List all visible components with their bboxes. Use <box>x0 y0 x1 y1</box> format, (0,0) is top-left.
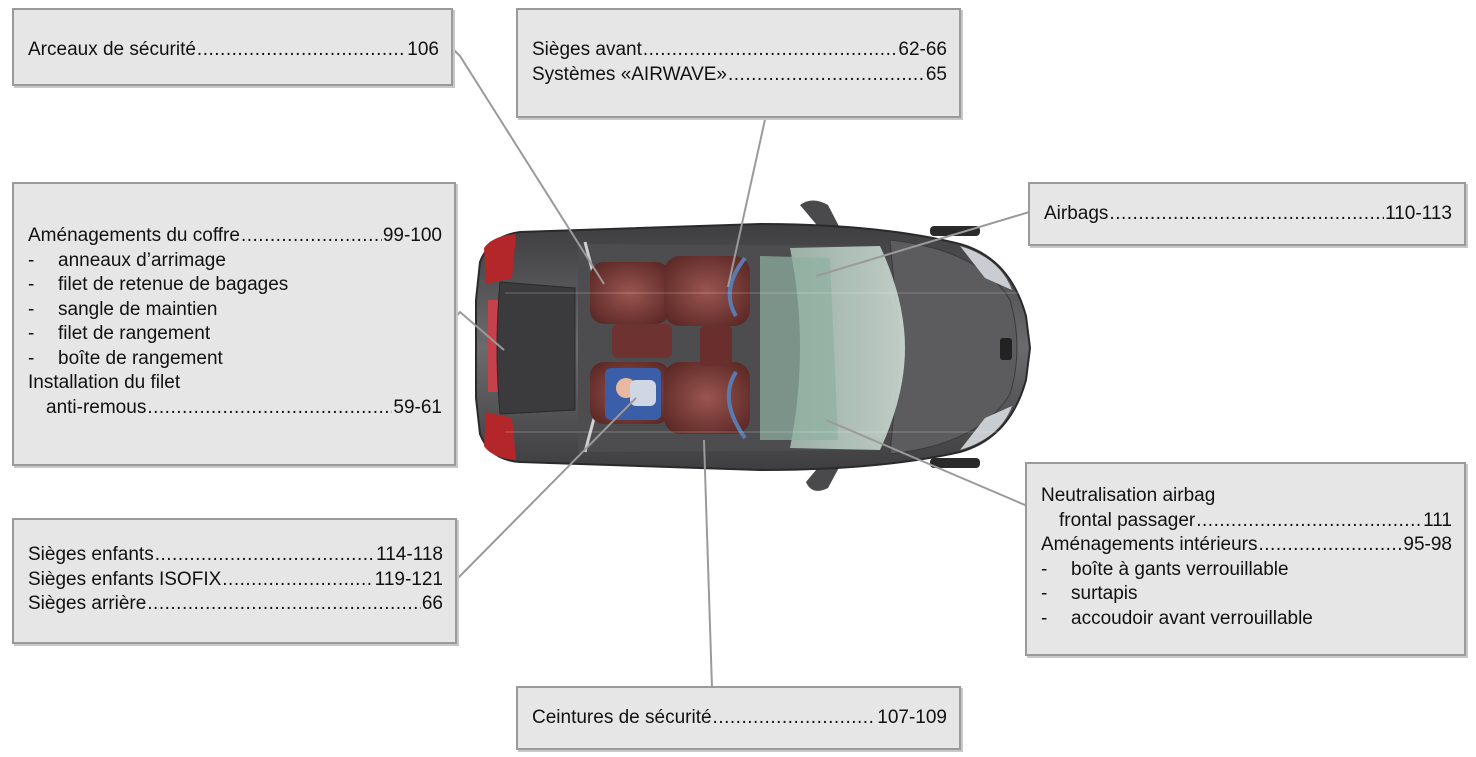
center-console <box>700 326 732 366</box>
list-item: -accoudoir avant verrouillable <box>1041 607 1452 632</box>
row-amenagements-interieurs: Aménagements intérieurs 95-98 <box>1041 533 1452 558</box>
trunk-lid <box>497 282 575 414</box>
row-frontal-passager: frontal passager 111 <box>1041 509 1452 534</box>
list-item: -anneaux d’arrimage <box>28 249 442 274</box>
neutralisation-title: Neutralisation airbag <box>1041 484 1452 509</box>
row-ceintures: Ceintures de sécurité 107-109 <box>532 706 947 731</box>
callout-neutralisation: Neutralisation airbag frontal passager 1… <box>1025 462 1466 656</box>
row-filet: anti-remous 59-61 <box>28 396 442 421</box>
list-item: -boîte à gants verrouillable <box>1041 558 1452 583</box>
brand-emblem <box>1000 338 1012 360</box>
callout-arceaux: Arceaux de sécurité 106 <box>12 8 453 86</box>
row-airwave: Systèmes «AIRWAVE» 65 <box>532 63 947 88</box>
list-item: -sangle de maintien <box>28 298 442 323</box>
list-item: -filet de retenue de bagages <box>28 273 442 298</box>
row-arceaux: Arceaux de sécurité 106 <box>28 38 439 63</box>
callout-enfants: Sièges enfants 114-118 Sièges enfants IS… <box>12 518 457 644</box>
wheel-front-right <box>930 458 980 468</box>
callout-airbags: Airbags 110-113 <box>1028 182 1466 246</box>
callout-ceintures: Ceintures de sécurité 107-109 <box>516 686 961 750</box>
row-coffre: Aménagements du coffre 99-100 <box>28 224 442 249</box>
dashboard <box>760 256 838 440</box>
row-sieges-arriere: Sièges arrière 66 <box>28 592 443 617</box>
leader-ceintures <box>700 440 712 688</box>
child-figure-body <box>630 380 656 406</box>
list-item: -filet de rangement <box>28 322 442 347</box>
callout-sieges-avant: Sièges avant 62-66 Systèmes «AIRWAVE» 65 <box>516 8 961 118</box>
list-item: -boîte de rangement <box>28 347 442 372</box>
filet-title: Installation du filet <box>28 371 442 396</box>
row-enfants-isofix: Sièges enfants ISOFIX 119-121 <box>28 568 443 593</box>
callout-coffre: Aménagements du coffre 99-100 -anneaux d… <box>12 182 456 466</box>
rear-light-bar <box>488 300 498 392</box>
right-tail-light <box>484 412 516 460</box>
row-enfants: Sièges enfants 114-118 <box>28 543 443 568</box>
row-airbags: Airbags 110-113 <box>1044 202 1452 227</box>
left-tail-light <box>484 234 516 284</box>
list-item: -surtapis <box>1041 582 1452 607</box>
rear-console <box>612 324 672 358</box>
row-sieges-avant: Sièges avant 62-66 <box>532 38 947 63</box>
